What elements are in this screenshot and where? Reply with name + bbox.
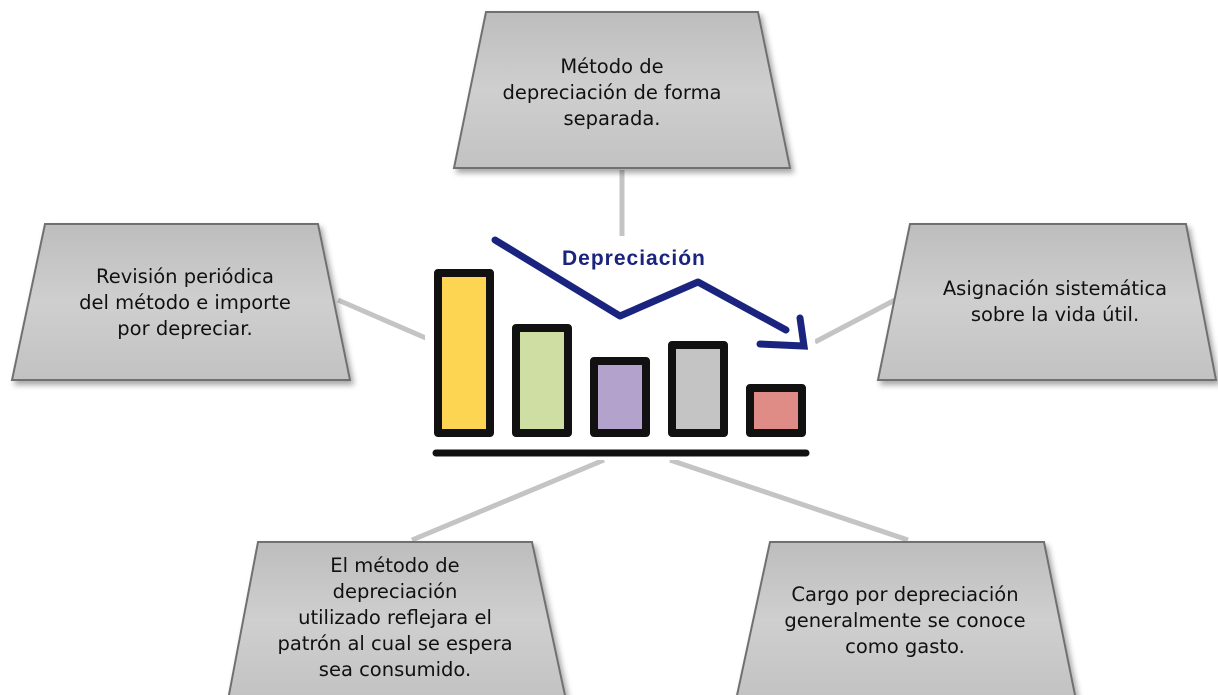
trend-arrow bbox=[491, 236, 809, 350]
illustration-title: Depreciación bbox=[562, 247, 706, 270]
node-top-text: Método de depreciación de forma separada… bbox=[502, 54, 722, 130]
connector-left bbox=[337, 297, 436, 345]
connector-bottom-right bbox=[669, 457, 909, 543]
illustration-bar bbox=[746, 384, 806, 437]
node-boxes bbox=[10, 11, 1218, 695]
node-bottom-right-box bbox=[736, 541, 1077, 695]
illustration-bar bbox=[668, 341, 728, 437]
node-bottom-left-box bbox=[227, 541, 566, 695]
connector-right bbox=[813, 297, 897, 345]
node-right-text: Asignación sistemática sobre la vida úti… bbox=[942, 277, 1168, 326]
node-right-box bbox=[876, 223, 1218, 381]
node-top-box bbox=[452, 11, 792, 169]
illustration-bar bbox=[434, 269, 494, 437]
trend-arrowhead bbox=[756, 314, 809, 350]
illustration-bar bbox=[590, 357, 650, 437]
depreciation-illustration: Depreciación bbox=[425, 236, 815, 460]
node-bottom-right-text: Cargo por depreciación generalmente se c… bbox=[784, 582, 1026, 658]
node-bottom-left-text: El método de depreciación utilizado refl… bbox=[277, 554, 513, 681]
illustration-bars bbox=[434, 269, 806, 437]
trend-arrow-line bbox=[491, 236, 790, 334]
connectors bbox=[337, 170, 909, 543]
node-left-box bbox=[10, 223, 352, 381]
node-left-text: Revisión periódica del método e importe … bbox=[79, 264, 291, 340]
connector-bottom-left bbox=[411, 457, 605, 543]
illustration-bar bbox=[512, 324, 572, 437]
